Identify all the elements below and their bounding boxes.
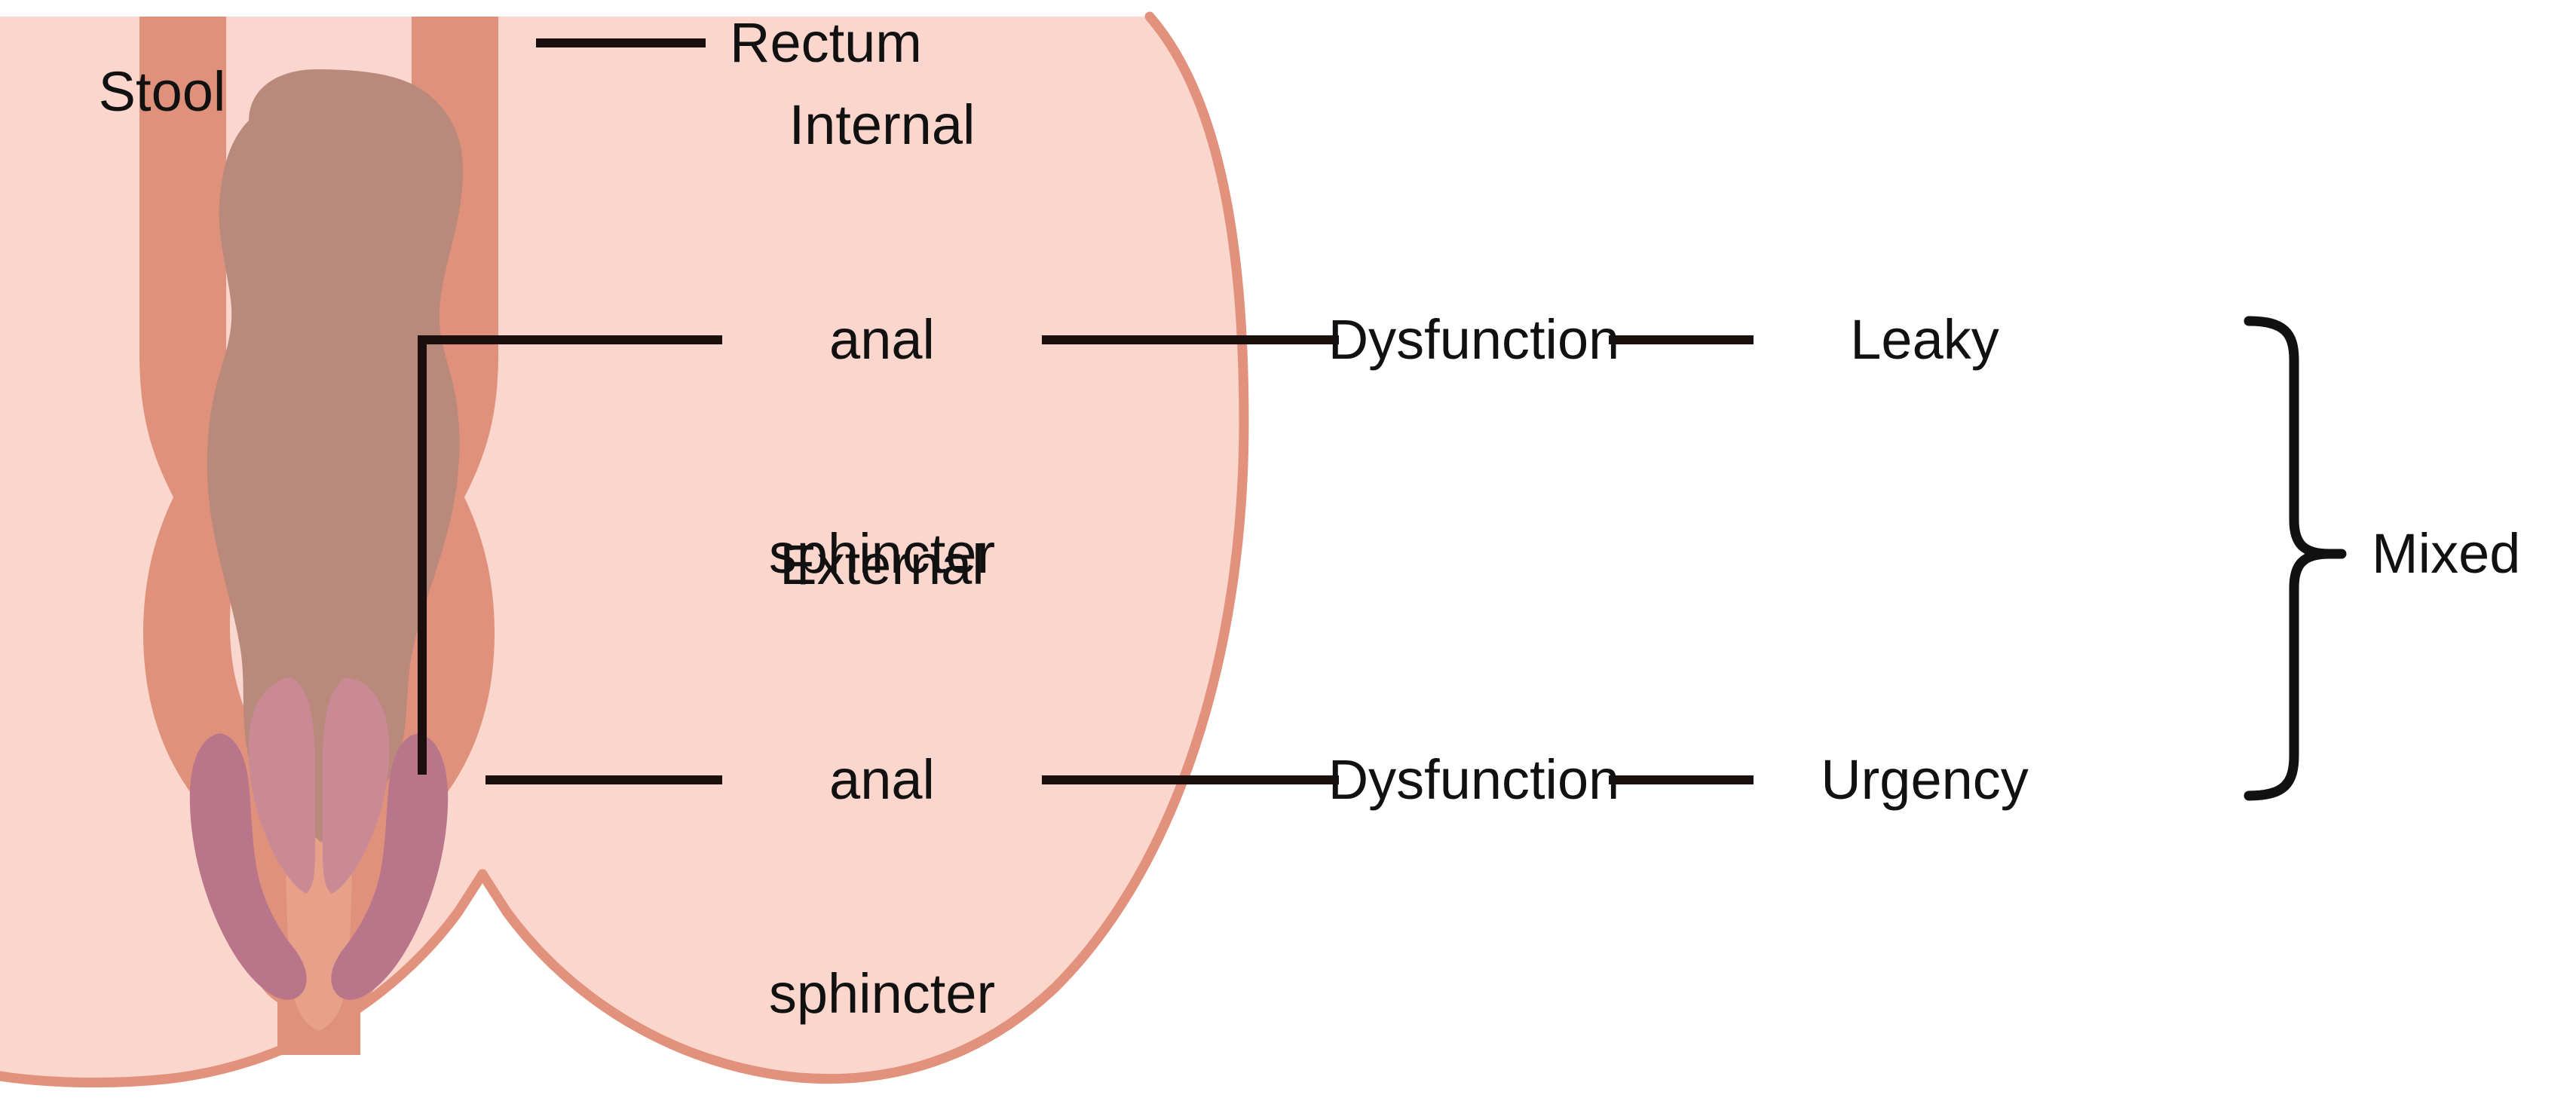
external-anal-sphincter-right: [331, 733, 449, 1000]
label-internal-line-2: anal: [829, 307, 935, 371]
external-anal-sphincter: [189, 733, 449, 1000]
label-urgency: Urgency: [1821, 748, 2029, 811]
leader-line-internal-sphincter: [418, 335, 722, 775]
external-anal-sphincter-left: [189, 733, 307, 1000]
internal-anal-sphincter-left: [248, 677, 315, 894]
body-outline: [477, 11, 1249, 1084]
leader-lines: [418, 38, 1754, 784]
label-external-line-1: External: [780, 534, 985, 597]
label-external-anal-sphincter: External anal sphincter: [769, 387, 995, 1116]
label-dysfunction-internal: Dysfunction: [1328, 308, 1620, 371]
label-external-line-3: sphincter: [768, 962, 996, 1025]
label-mixed: Mixed: [2372, 522, 2521, 585]
label-dysfunction-external: Dysfunction: [1328, 748, 1620, 811]
internal-anal-sphincter: [248, 677, 390, 894]
label-stool: Stool: [98, 60, 226, 123]
mixed-brace: [2244, 316, 2347, 801]
stool-shape: [207, 69, 464, 842]
stool-mass: [207, 69, 464, 842]
label-rectum: Rectum: [730, 11, 922, 74]
label-internal-line-1: Internal: [789, 93, 976, 157]
body-outline-left-lobe: [0, 869, 488, 1088]
internal-anal-sphincter-right: [323, 677, 390, 894]
label-internal-line-3: sphincter: [768, 521, 996, 585]
label-external-line-2: anal: [829, 748, 935, 811]
label-internal-anal-sphincter: Internal anal sphincter: [769, 0, 995, 732]
brace-icon: [2244, 316, 2335, 801]
label-leaky: Leaky: [1850, 308, 1999, 371]
